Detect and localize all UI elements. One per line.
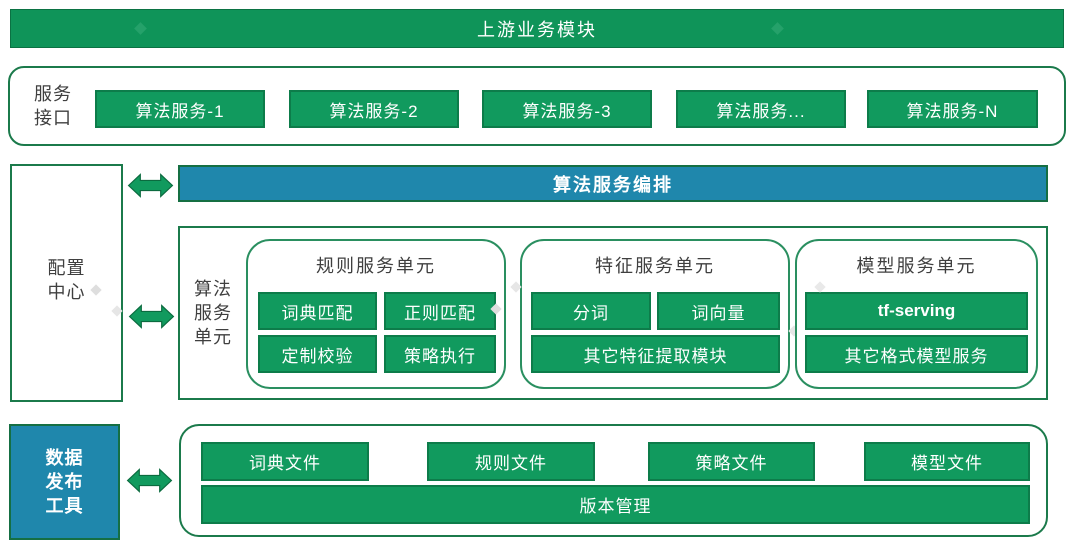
file-label: 规则文件	[475, 454, 547, 473]
item-label: 定制校验	[281, 346, 354, 366]
rule-item-regex-match: 正则匹配	[384, 292, 496, 330]
model-group-title: 模型服务单元	[856, 256, 977, 276]
feature-item-segmentation: 分词	[531, 292, 651, 330]
file-box-rule: 规则文件	[427, 442, 595, 481]
rule-item-dict-match: 词典匹配	[258, 292, 377, 330]
model-item-tf-serving: tf-serving	[805, 292, 1028, 330]
label-line: 工具	[45, 496, 84, 517]
service-box-2: 算法服务-2	[289, 90, 459, 128]
label-line: 配置	[47, 257, 86, 278]
file-label: 词典文件	[249, 454, 321, 473]
version-management-bar: 版本管理	[201, 485, 1030, 524]
data-publish-box: 数据 发布 工具	[9, 424, 120, 540]
item-label: 正则匹配	[404, 303, 476, 323]
feature-item-word-vector: 词向量	[657, 292, 780, 330]
service-label: 算法服务...	[716, 101, 806, 121]
item-label: 词向量	[691, 303, 746, 323]
feature-group-title: 特征服务单元	[595, 256, 715, 276]
algo-unit-label: 算法 服务 单元	[182, 258, 244, 368]
version-label: 版本管理	[579, 497, 652, 516]
double-arrow-icon	[126, 466, 173, 495]
data-publish-label: 数据 发布 工具	[46, 446, 84, 519]
label-line: 服务	[34, 83, 72, 104]
service-box-3: 算法服务-3	[482, 90, 652, 128]
service-label: 算法服务-3	[522, 101, 612, 121]
config-center-box	[10, 164, 123, 402]
label-line: 发布	[45, 471, 84, 492]
rule-item-custom-check: 定制校验	[258, 335, 377, 373]
label-line: 中心	[47, 282, 86, 302]
service-box-n: 算法服务-N	[867, 90, 1038, 128]
double-arrow-icon	[128, 302, 175, 331]
service-interface-label: 服务 接口	[22, 80, 84, 132]
item-label: 其它格式模型服务	[844, 346, 989, 366]
upstream-module-label: 上游业务模块	[477, 19, 597, 40]
item-label: 策略执行	[404, 346, 476, 366]
file-box-dict: 词典文件	[201, 442, 369, 481]
rule-group-title: 规则服务单元	[316, 256, 436, 276]
double-arrow-icon	[127, 171, 174, 200]
model-item-other-format: 其它格式模型服务	[805, 335, 1028, 373]
rule-item-strategy-exec: 策略执行	[384, 335, 496, 373]
label-line: 服务	[194, 302, 232, 323]
config-center-label: 配置 中心	[10, 240, 123, 320]
upstream-module-bar: 上游业务模块	[10, 9, 1064, 48]
service-label: 算法服务-N	[906, 101, 999, 121]
file-box-strategy: 策略文件	[648, 442, 815, 481]
service-label: 算法服务-1	[135, 101, 225, 121]
file-label: 策略文件	[695, 454, 768, 473]
item-label: tf-serving	[877, 301, 956, 320]
label-line: 数据	[45, 447, 84, 468]
feature-item-other-extract: 其它特征提取模块	[531, 335, 780, 373]
label-line: 算法	[194, 278, 232, 299]
item-label: 其它特征提取模块	[583, 346, 728, 366]
service-box-etc: 算法服务...	[676, 90, 846, 128]
label-line: 单元	[194, 327, 232, 348]
orchestration-bar: 算法服务编排	[178, 165, 1048, 202]
service-label: 算法服务-2	[329, 101, 419, 121]
orchestration-label: 算法服务编排	[553, 174, 673, 195]
file-box-model: 模型文件	[864, 442, 1030, 481]
item-label: 分词	[573, 303, 609, 323]
item-label: 词典匹配	[281, 303, 354, 323]
label-line: 接口	[34, 108, 72, 128]
file-label: 模型文件	[911, 454, 983, 473]
service-box-1: 算法服务-1	[95, 90, 265, 128]
